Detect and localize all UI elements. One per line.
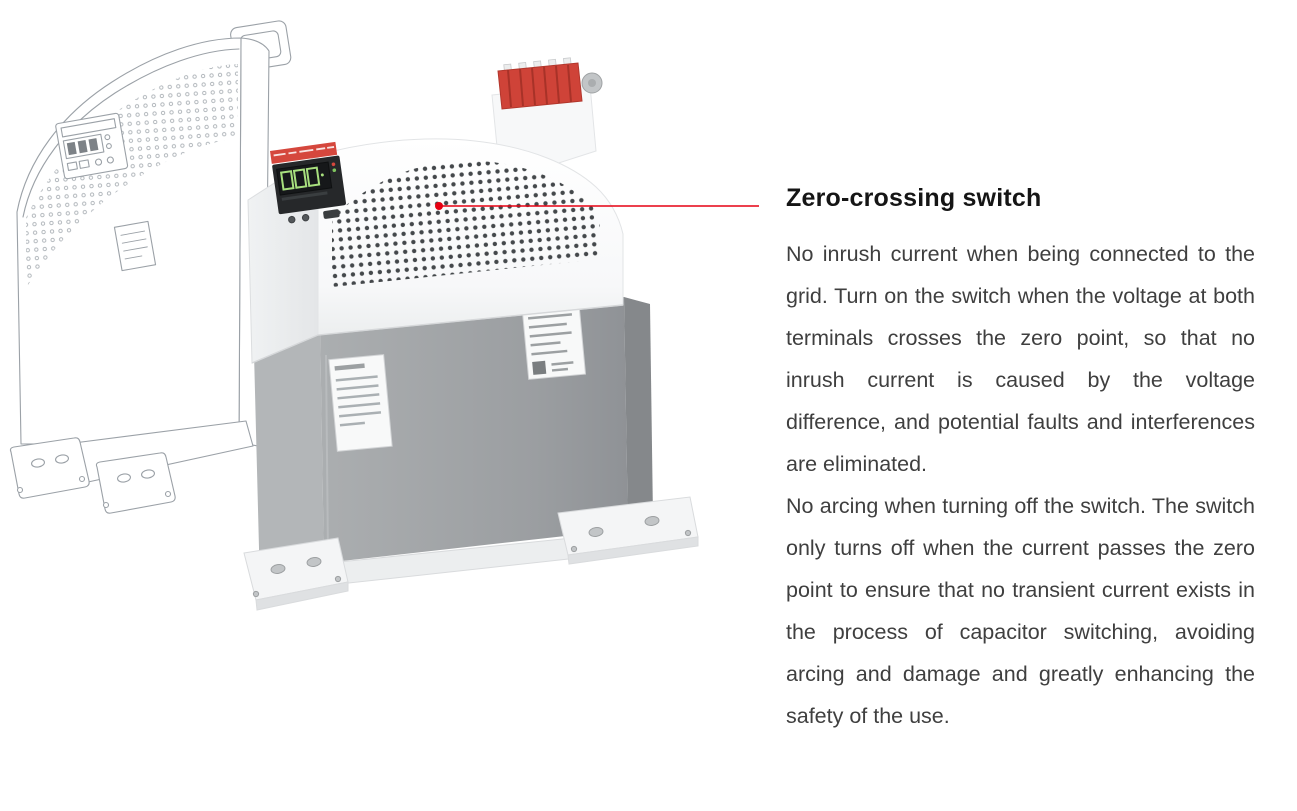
feature-heading: Zero-crossing switch bbox=[786, 184, 1042, 212]
lcd-digits bbox=[279, 166, 321, 191]
vent-holes bbox=[332, 160, 600, 287]
mounting-foot-outline bbox=[9, 437, 90, 499]
feature-paragraph-1: No inrush current when being connected t… bbox=[786, 242, 1255, 476]
panel-button bbox=[288, 215, 296, 224]
terminal-block bbox=[497, 57, 603, 110]
control-panel-outline bbox=[55, 112, 129, 180]
feature-copy: Zero-crossing switch No inrush current w… bbox=[786, 184, 1255, 737]
capacitor-product-render bbox=[243, 57, 699, 611]
red-label-strip bbox=[270, 141, 338, 164]
panel-port bbox=[323, 209, 340, 219]
panel-button bbox=[301, 213, 310, 222]
feature-paragraph-2: No arcing when turning off the switch. T… bbox=[786, 494, 1255, 728]
housing-bottom-seam bbox=[251, 304, 624, 364]
arch-contour bbox=[22, 48, 240, 218]
callout-leader-line bbox=[435, 202, 759, 210]
vent-holes-outline bbox=[26, 64, 238, 288]
housing bbox=[247, 138, 624, 364]
screw-holes bbox=[252, 516, 692, 598]
capacitor-outline-drawing bbox=[9, 20, 292, 514]
mounting-base bbox=[243, 496, 699, 611]
status-led-red bbox=[331, 162, 336, 167]
product-label bbox=[328, 354, 393, 452]
status-led-green bbox=[332, 168, 337, 173]
label-outline bbox=[113, 220, 157, 272]
display-module bbox=[270, 141, 346, 224]
